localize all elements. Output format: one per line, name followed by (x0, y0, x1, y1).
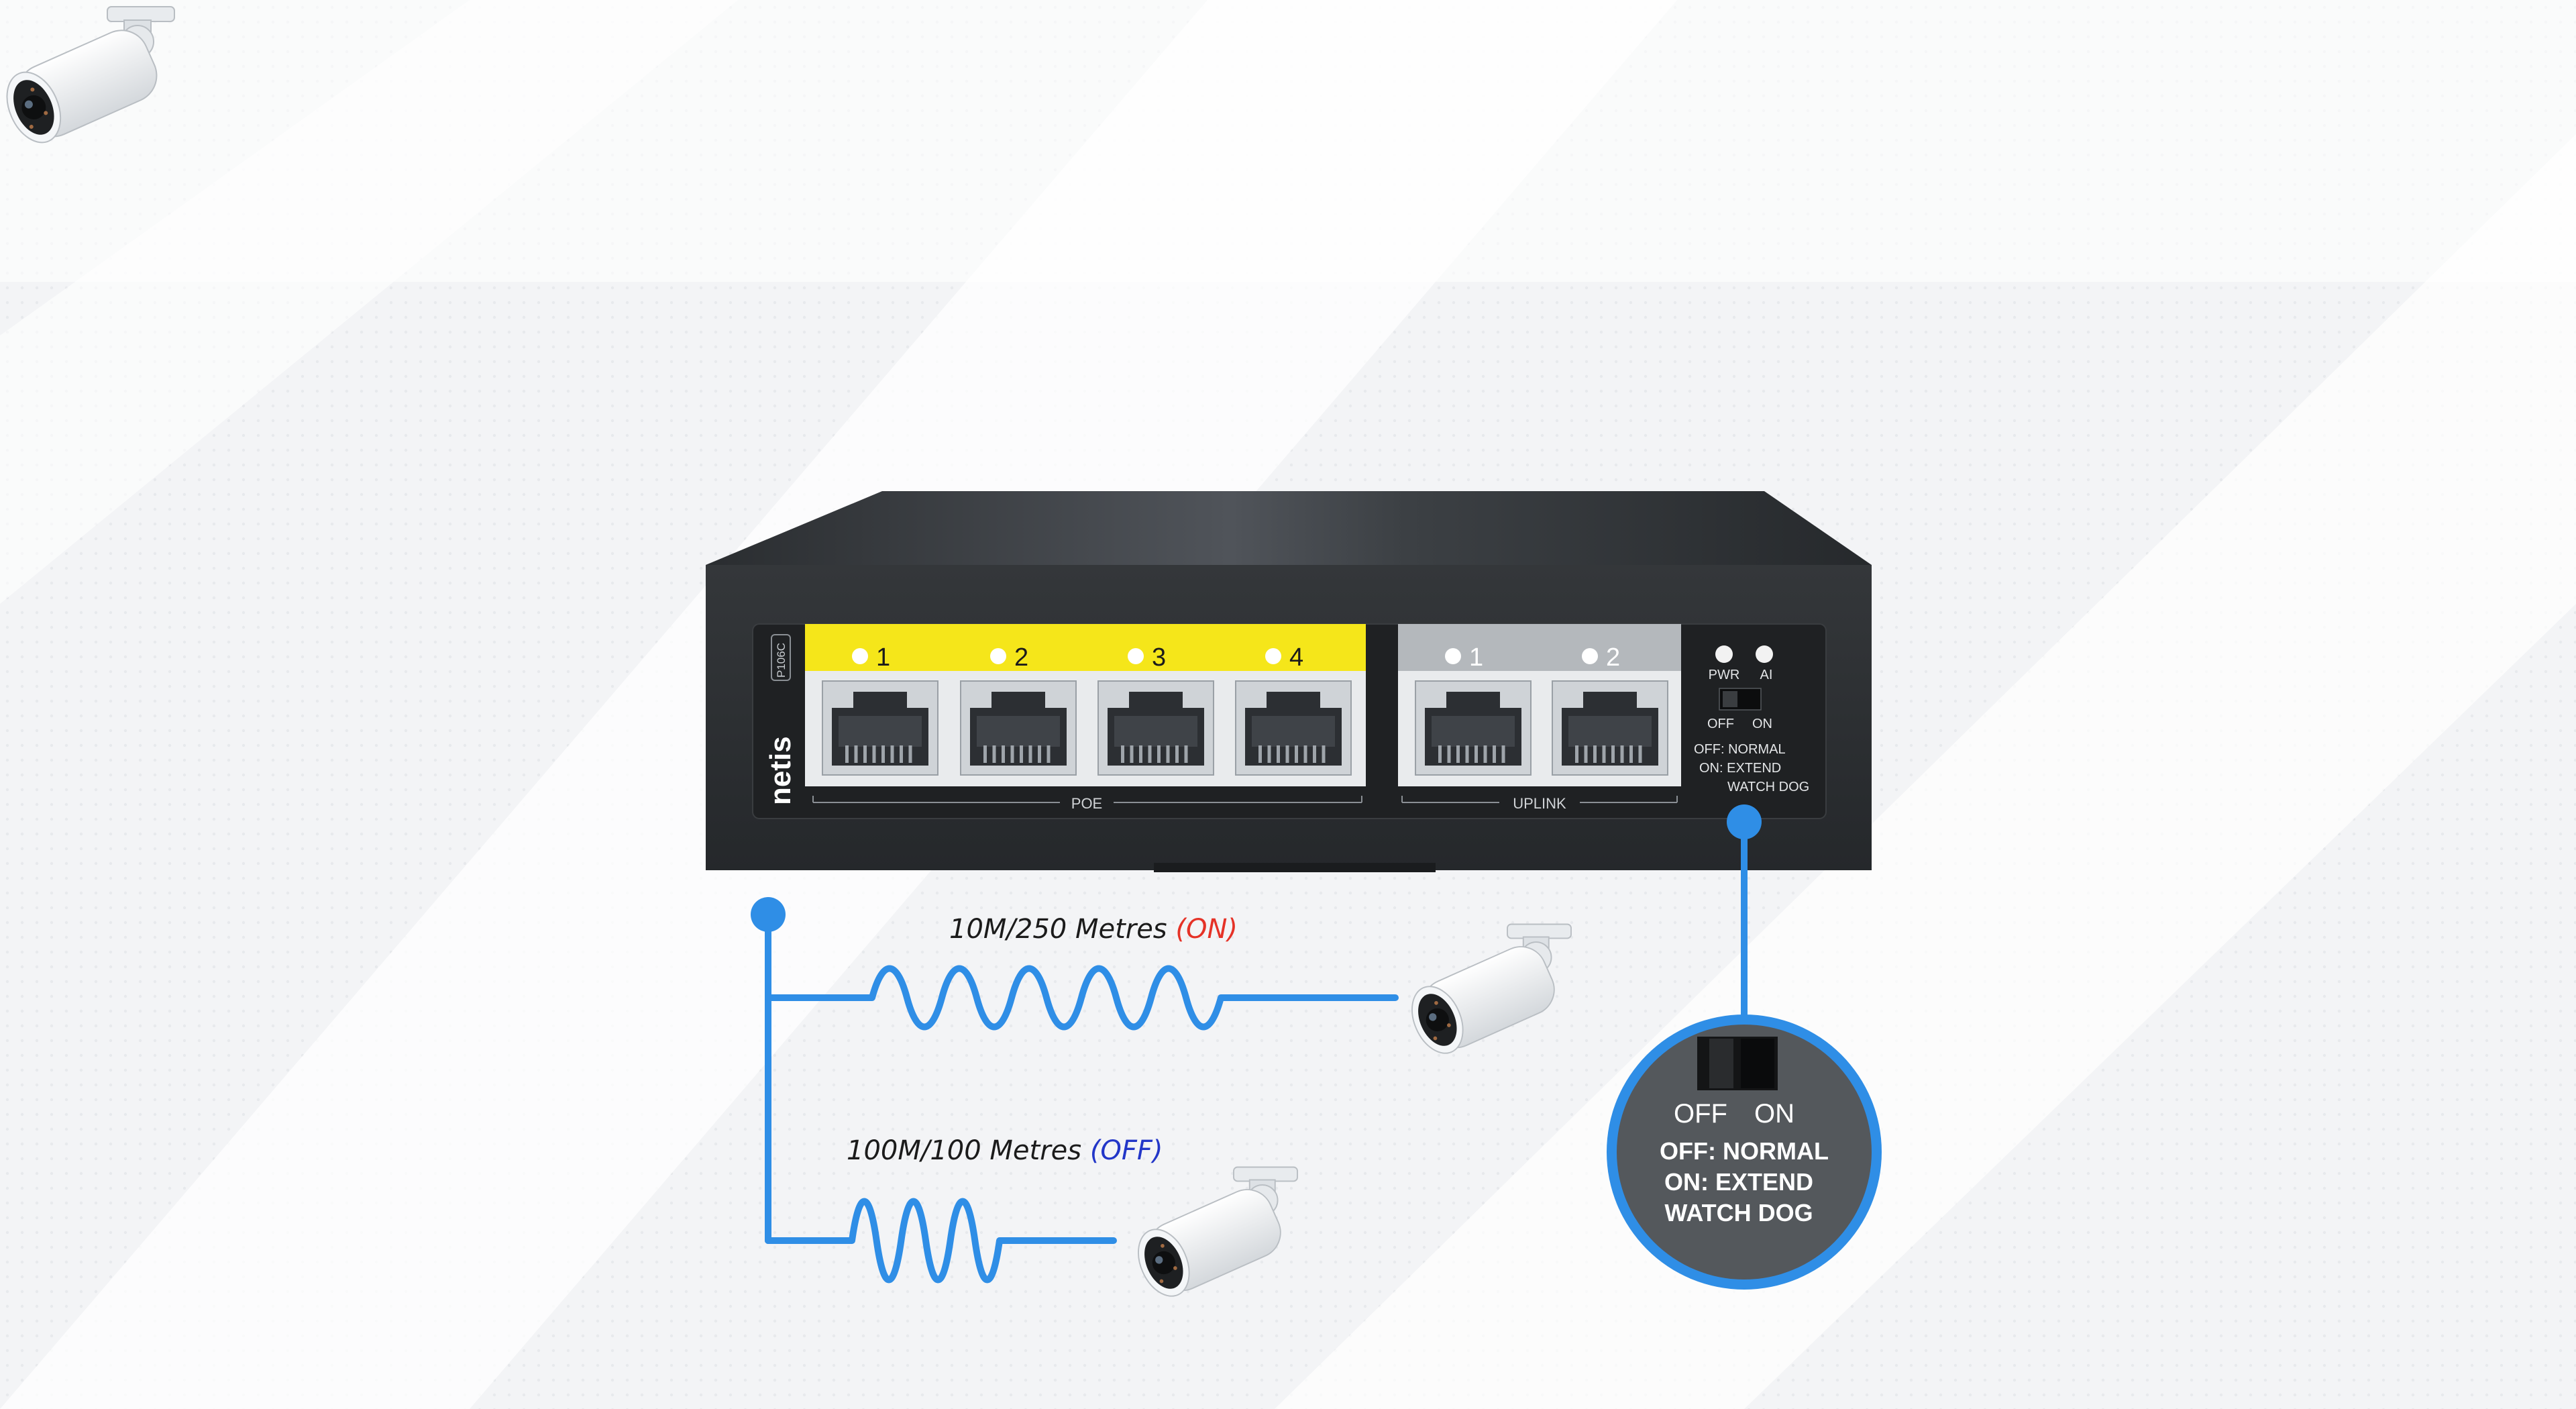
uplink-port-1[interactable]: 1 (1415, 643, 1532, 776)
short-link-wave (765, 1198, 1117, 1284)
poe-port-led (1128, 648, 1144, 664)
callout-off-label: OFF (1674, 1099, 1727, 1129)
pwr-led (1715, 645, 1733, 663)
switch-off-label: OFF (1707, 717, 1734, 731)
poe-port-led (1265, 648, 1281, 664)
ip-camera (6, 6, 175, 144)
switch-node (1727, 804, 1762, 839)
callout-line-2: ON: EXTEND (1664, 1168, 1813, 1196)
poe-port-number: 3 (1152, 643, 1166, 672)
uplink-port-led (1582, 648, 1598, 664)
pwr-led-label: PWR (1709, 668, 1740, 682)
mode-line-3: WATCH DOG (1727, 780, 1809, 794)
uplink-port-2[interactable]: 2 (1552, 643, 1668, 776)
poe-port-led (852, 648, 868, 664)
poe-port-number: 1 (876, 643, 890, 672)
poe-header-bar (805, 624, 1366, 672)
mode-dip-switch[interactable] (1719, 688, 1762, 711)
poe-port-number: 4 (1289, 643, 1303, 672)
short-link-label: 100M/100 Metres (OFF) (847, 1135, 1163, 1166)
poe-port-1[interactable]: 1 (822, 643, 938, 776)
short-link-state: (OFF) (1090, 1135, 1163, 1166)
mode-line-2: ON: EXTEND (1699, 761, 1781, 776)
poe-switch: netis P106C 1 2 3 4 POE 1 2 UPLINK PWR AI OF… (706, 491, 1872, 872)
callout-on-label: ON (1754, 1099, 1794, 1129)
uplink-port-number: 2 (1606, 643, 1620, 672)
poe-port-led (990, 648, 1006, 664)
switch-on-label: ON (1752, 717, 1772, 731)
poe-port-number: 2 (1014, 643, 1028, 672)
ai-led (1756, 645, 1773, 663)
poe-port-2[interactable]: 2 (960, 643, 1077, 776)
model-label: P106C (775, 643, 788, 678)
long-link-label: 10M/250 Metres (ON) (949, 914, 1238, 945)
uplink-group-label: UPLINK (1513, 795, 1566, 812)
uplink-port-led (1445, 648, 1461, 664)
poe-port-3[interactable]: 3 (1097, 643, 1214, 776)
camera-long-link (1401, 923, 1572, 1062)
callout-line-1: OFF: NORMAL (1660, 1137, 1829, 1165)
uplink-port-number: 1 (1469, 643, 1483, 672)
cable-lines (765, 820, 1748, 1284)
brand-logo: netis (764, 736, 797, 805)
poe-port-4[interactable]: 4 (1235, 643, 1352, 776)
callout-line-3: WATCH DOG (1664, 1199, 1813, 1227)
dip-switch-callout: OFF ON OFF: NORMAL ON: EXTEND WATCH DOG (1607, 1014, 1882, 1290)
mode-line-1: OFF: NORMAL (1694, 742, 1786, 757)
long-link-wave (765, 965, 1399, 1031)
trunk-node (751, 897, 786, 932)
ai-led-label: AI (1760, 668, 1773, 682)
poe-group-label: POE (1071, 795, 1102, 812)
uplink-header-bar (1398, 624, 1681, 672)
camera-short-link (1128, 1166, 1298, 1305)
long-link-state: (ON) (1175, 914, 1238, 945)
switch-top (706, 491, 1872, 565)
